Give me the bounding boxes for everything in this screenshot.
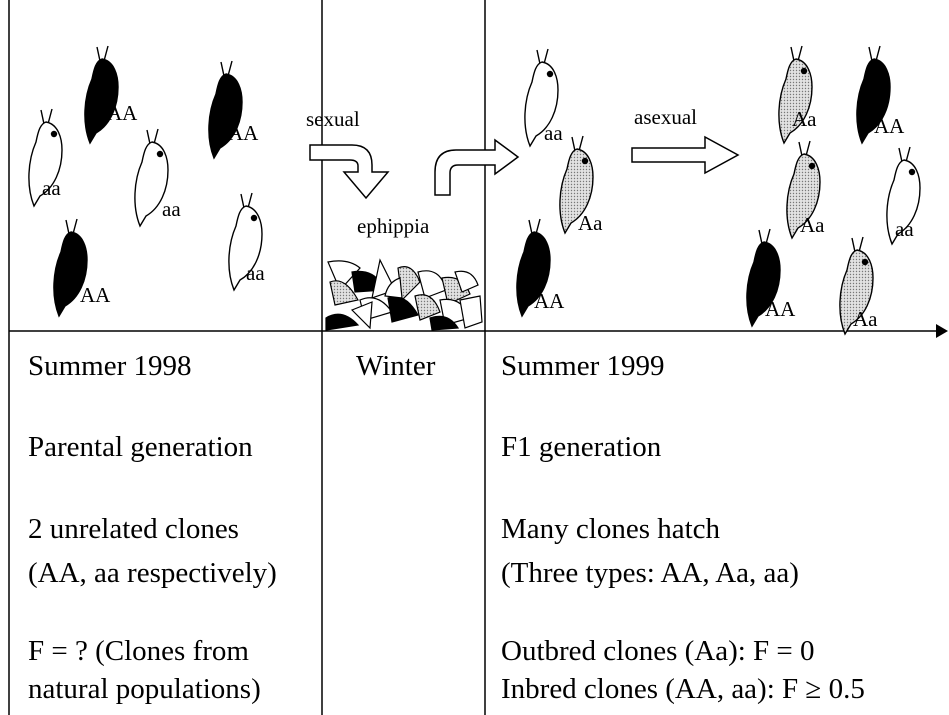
daphnia-eye bbox=[582, 158, 588, 164]
genotype-label: aa bbox=[246, 261, 265, 285]
daphnia-eye bbox=[157, 151, 163, 157]
parental-f-line2: natural populations) bbox=[28, 673, 261, 706]
genotype-label: aa bbox=[895, 217, 914, 241]
daphnia-Aa-hatched-1: Aa bbox=[560, 136, 603, 235]
daphnia-eye bbox=[539, 241, 545, 247]
daphnia-eye bbox=[251, 215, 257, 221]
season-summer-1998: Summer 1998 bbox=[28, 350, 192, 383]
daphnia-eye bbox=[769, 251, 775, 257]
season-summer-1999: Summer 1999 bbox=[501, 350, 665, 383]
parental-clones-line2: (AA, aa respectively) bbox=[28, 557, 277, 590]
season-winter: Winter bbox=[356, 350, 435, 383]
daphnia-aa-parental-5: aa bbox=[229, 193, 265, 290]
daphnia-eye bbox=[809, 163, 815, 169]
f1-clones-line2: (Three types: AA, Aa, aa) bbox=[501, 557, 799, 590]
genotype-label: AA bbox=[80, 283, 111, 307]
daphnia-eye bbox=[909, 169, 915, 175]
daphnia-eye bbox=[879, 68, 885, 74]
hatch-curved-arrow bbox=[435, 140, 518, 195]
genotype-label: Aa bbox=[853, 307, 878, 331]
genotype-label: Aa bbox=[578, 211, 603, 235]
daphnia-AA-parental-1: AA bbox=[209, 61, 259, 158]
time-axis-arrowhead bbox=[936, 324, 948, 338]
parental-generation-label: Parental generation bbox=[28, 431, 253, 464]
ephippia-pile bbox=[326, 260, 482, 330]
daphnia-aa-parental-3: aa bbox=[135, 129, 181, 226]
f1-f-line1: Outbred clones (Aa): F = 0 bbox=[501, 635, 815, 668]
daphnia-eye bbox=[231, 83, 237, 89]
genotype-label: aa bbox=[162, 197, 181, 221]
daphnia-aa-parental-2: aa bbox=[29, 109, 62, 206]
daphnia-Aa-offspring-0: Aa bbox=[779, 46, 817, 143]
genotype-label: AA bbox=[874, 114, 905, 138]
daphnia-eye bbox=[51, 131, 57, 137]
ephippia-label: ephippia bbox=[357, 214, 430, 238]
daphnia-aa-hatched-0: aa bbox=[525, 49, 563, 146]
genotype-label: AA bbox=[107, 101, 138, 125]
genotype-label: AA bbox=[228, 121, 259, 145]
daphnia-AA-parental-0: AA bbox=[85, 46, 138, 143]
daphnia-AA-offspring-4: AA bbox=[747, 229, 796, 326]
genotype-label: AA bbox=[534, 289, 565, 313]
daphnia-AA-offspring-1: AA bbox=[857, 46, 905, 143]
f1-clones-line1: Many clones hatch bbox=[501, 513, 720, 546]
parental-clones-line1: 2 unrelated clones bbox=[28, 513, 239, 546]
daphnia-AA-hatched-2: AA bbox=[517, 219, 565, 316]
daphnia-eye bbox=[801, 68, 807, 74]
genotype-label: aa bbox=[42, 176, 61, 200]
daphnia-eye bbox=[76, 241, 82, 247]
daphnia-aa-offspring-3: aa bbox=[887, 147, 920, 244]
daphnia-AA-parental-4: AA bbox=[54, 219, 111, 316]
sexual-label: sexual bbox=[306, 107, 360, 131]
genotype-label: Aa bbox=[792, 107, 817, 131]
genotype-label: aa bbox=[544, 121, 563, 145]
daphnia-eye bbox=[547, 71, 553, 77]
daphnia-Aa-offspring-2: Aa bbox=[787, 141, 825, 238]
parental-f-line1: F = ? (Clones from bbox=[28, 635, 249, 668]
daphnia-eye bbox=[107, 68, 113, 74]
daphnia-eye bbox=[862, 259, 868, 265]
genotype-label: AA bbox=[765, 297, 796, 321]
asexual-straight-arrow bbox=[632, 137, 738, 173]
genotype-label: Aa bbox=[800, 213, 825, 237]
daphnia-Aa-offspring-5: Aa bbox=[840, 237, 878, 334]
asexual-label: asexual bbox=[634, 105, 697, 129]
f1-generation-label: F1 generation bbox=[501, 431, 661, 464]
f1-f-line2: Inbred clones (AA, aa): F ≥ 0.5 bbox=[501, 673, 865, 706]
